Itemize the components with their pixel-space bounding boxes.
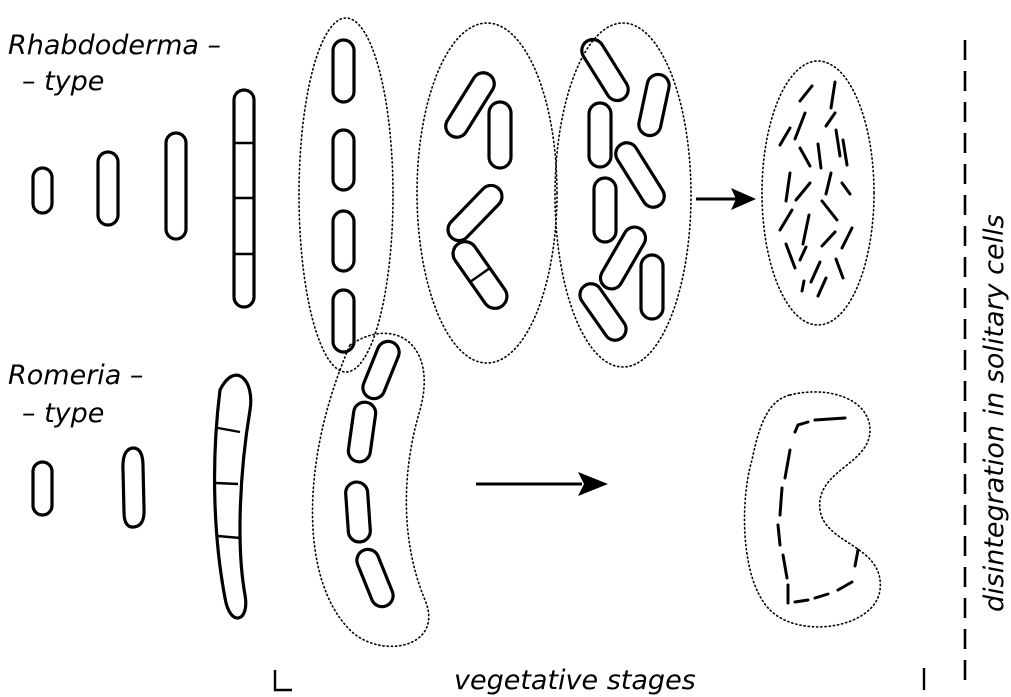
colony-cell bbox=[589, 103, 611, 167]
romeria-cells bbox=[33, 448, 144, 527]
colony-cell bbox=[576, 279, 631, 344]
colony-cell bbox=[333, 130, 354, 190]
mucilage-sheath bbox=[762, 61, 874, 325]
rhabdoderma-cell-1 bbox=[33, 168, 52, 213]
rhabdoderma-colony-1 bbox=[299, 18, 393, 372]
colony-cell bbox=[360, 338, 403, 402]
colony-cell bbox=[333, 290, 354, 352]
romeria-label-line1: Romeria – bbox=[8, 360, 143, 391]
rhabdoderma-cell-3 bbox=[166, 133, 186, 239]
rhabdoderma-filament bbox=[234, 90, 254, 307]
filament-septum bbox=[218, 536, 240, 538]
filament-septum bbox=[218, 428, 240, 432]
arrow-head bbox=[578, 472, 608, 496]
solitary-cell-fragments bbox=[780, 82, 852, 296]
romeria-colony bbox=[313, 333, 429, 646]
colony-cell bbox=[345, 481, 371, 542]
colony-cell bbox=[347, 401, 377, 463]
rhabdoderma-label-line1: Rhabdoderma – bbox=[8, 30, 221, 61]
rhabdoderma-colony-3 bbox=[555, 23, 691, 367]
dividing-cell bbox=[448, 237, 511, 313]
romeria-filament bbox=[215, 375, 251, 618]
mucilage-sheath bbox=[745, 392, 881, 627]
mucilage-sheath bbox=[299, 18, 393, 372]
colony-cell bbox=[354, 546, 397, 610]
colony-cell bbox=[641, 255, 663, 319]
colony-cell bbox=[637, 72, 671, 137]
vegetative-stages-label: vegetative stages bbox=[454, 665, 696, 696]
romeria-disintegrated-colony bbox=[745, 392, 881, 627]
colony-cell bbox=[612, 139, 669, 212]
colony-cell bbox=[594, 178, 616, 242]
romeria-label-line2: – type bbox=[22, 398, 104, 429]
disintegration-label: disintegration in solitary cells bbox=[979, 214, 1010, 612]
rhabdoderma-label-line2: – type bbox=[22, 66, 104, 97]
colony-cell bbox=[443, 181, 506, 245]
colony-cell bbox=[333, 40, 354, 102]
rhabdoderma-disintegrated-colony bbox=[762, 61, 874, 325]
filament-septum bbox=[216, 483, 238, 484]
arrow-to-disintegration-top bbox=[696, 188, 756, 210]
solitary-cell-fragments bbox=[778, 418, 858, 603]
mucilage-sheath bbox=[555, 23, 691, 367]
romeria-cell-2 bbox=[123, 448, 144, 527]
vegetative-bracket-left bbox=[275, 670, 292, 690]
rhabdoderma-cell-2 bbox=[98, 152, 118, 225]
arrow-to-disintegration-bottom bbox=[476, 472, 608, 496]
rhabdoderma-colony-2 bbox=[417, 23, 557, 363]
romeria-cell-1 bbox=[33, 462, 52, 515]
colony-cell bbox=[333, 211, 354, 271]
rhabdoderma-cells bbox=[33, 133, 186, 239]
colony-cell bbox=[578, 35, 633, 104]
colony-cell bbox=[489, 102, 511, 168]
cell-septum bbox=[470, 268, 490, 282]
romeria-filament-body bbox=[215, 375, 251, 618]
